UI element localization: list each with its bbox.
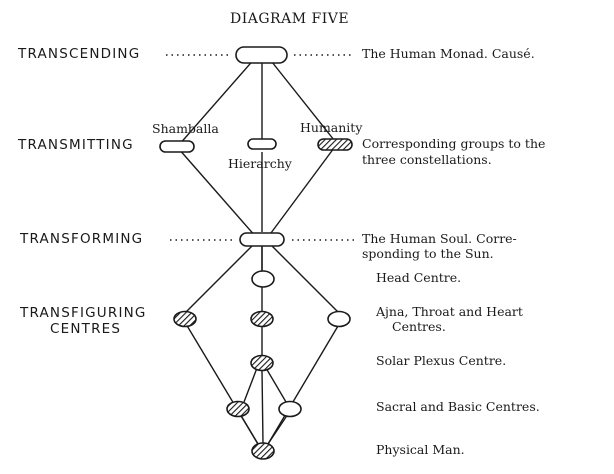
desc-monad: The Human Monad. Causé.	[362, 46, 535, 61]
humanity-node	[317, 138, 353, 151]
desc-soul-line2: sponding to the Sun.	[362, 246, 494, 261]
line-solar-sacral	[243, 367, 258, 403]
throat-centre-node	[250, 310, 274, 328]
line-shamballa-soul	[177, 147, 257, 238]
level-centres: CENTRES	[50, 321, 122, 337]
label-hierarchy: Hierarchy	[228, 156, 292, 171]
level-transforming: TRANSFORMING	[20, 231, 144, 247]
line-basic-physical	[267, 413, 289, 445]
label-humanity: Humanity	[300, 120, 363, 135]
desc-physical-man: Physical Man.	[376, 442, 465, 457]
monad-node	[235, 46, 288, 64]
line-soul-heart	[268, 242, 339, 313]
level-transcending: TRANSCENDING	[18, 46, 141, 62]
line-soul-ajna	[183, 242, 256, 315]
line-solar-basic	[265, 367, 287, 403]
desc-ajna-line2: Centres.	[392, 319, 446, 334]
head-centre-node	[251, 270, 275, 288]
desc-solar-plexus: Solar Plexus Centre.	[376, 353, 507, 368]
basic-centre-node	[278, 400, 302, 418]
ajna-centre-node	[173, 310, 197, 328]
sacral-centre-node	[226, 400, 250, 418]
line-humanity-soul	[267, 147, 335, 238]
level-transfiguring: TRANSFIGURING	[20, 305, 147, 321]
desc-soul-line1: The Human Soul. Corre-	[362, 231, 517, 246]
line-monad-humanity	[267, 56, 335, 141]
line-monad-shamballa	[177, 56, 257, 147]
desc-groups-line2: three constellations.	[362, 152, 492, 167]
soul-node	[239, 232, 285, 247]
desc-groups-line1: Corresponding groups to the	[362, 136, 546, 151]
level-transmitting: TRANSMITTING	[18, 137, 134, 153]
line-solar-physical	[261, 369, 264, 445]
line-sacral-physical	[239, 413, 259, 445]
desc-head-centre: Head Centre.	[376, 270, 462, 285]
diagram-title: DIAGRAM FIVE	[230, 11, 350, 27]
desc-ajna-line1: Ajna, Throat and Heart	[376, 304, 523, 319]
desc-sacral-basic: Sacral and Basic Centres.	[376, 399, 540, 414]
line-heart-physical	[267, 325, 339, 445]
hierarchy-node	[247, 138, 277, 150]
label-shamballa: Shamballa	[152, 121, 219, 136]
solar-plexus-node	[250, 354, 274, 372]
physical-man-node	[251, 442, 275, 460]
shamballa-node	[159, 140, 195, 153]
heart-centre-node	[327, 310, 351, 328]
